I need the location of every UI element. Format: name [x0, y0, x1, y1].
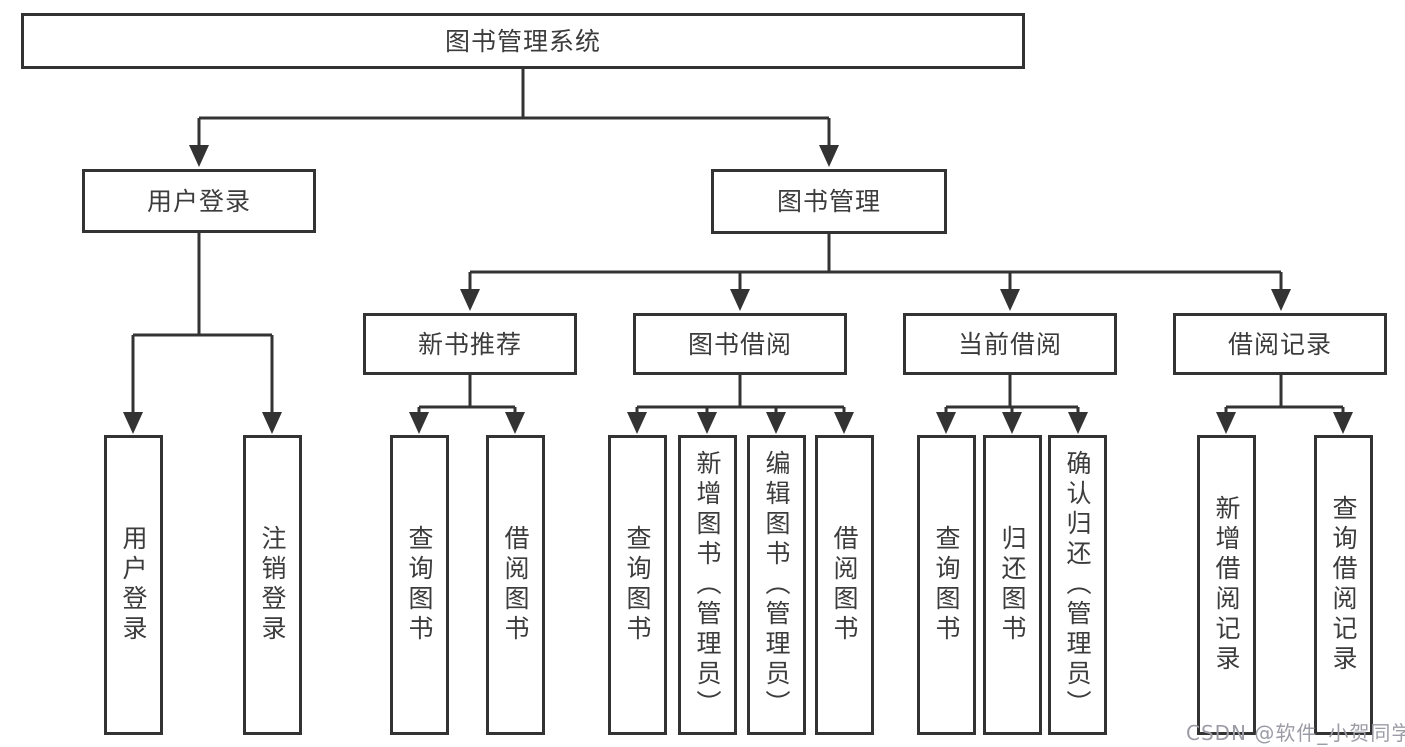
node-current-borrowing: 当前借阅: [903, 313, 1117, 375]
node-label: 新书推荐: [417, 329, 522, 359]
node-user-login: 用户登录: [82, 169, 316, 233]
arrow-down-icon: [819, 145, 839, 167]
node-label: 查询图书: [623, 525, 652, 645]
leaf-query-borrow-record: 查询借阅记录: [1314, 435, 1373, 735]
arrow-down-icon: [766, 412, 786, 434]
connector-path: [131, 69, 1345, 413]
node-label: 注销登录: [258, 525, 287, 645]
arrow-down-icon: [697, 412, 717, 434]
leaf-add-borrow-record: 新增借阅记录: [1197, 435, 1256, 735]
node-label: 图书管理: [776, 187, 881, 216]
arrow-down-icon: [627, 412, 647, 434]
arrow-down-icon: [1333, 412, 1353, 434]
node-book-borrowing: 图书借阅: [633, 313, 847, 375]
node-borrowing-records: 借阅记录: [1173, 313, 1387, 375]
leaf-query-books-borrow: 查询图书: [608, 435, 667, 735]
leaf-borrow-books-recommend: 借阅图书: [486, 435, 545, 735]
node-label: 图书借阅: [687, 329, 792, 359]
node-label: 当前借阅: [957, 329, 1062, 359]
arrow-down-icon: [460, 289, 480, 311]
arrow-down-icon: [834, 412, 854, 434]
node-label: 借阅记录: [1227, 329, 1332, 359]
node-label: 确认归还（管理员）: [1063, 450, 1092, 720]
arrow-down-icon: [1068, 412, 1088, 434]
leaf-confirm-return-admin: 确认归还（管理员）: [1048, 435, 1107, 735]
leaf-edit-book-admin: 编辑图书（管理员）: [747, 435, 806, 735]
leaf-user-login: 用户登录: [104, 435, 163, 735]
node-label: 新增借阅记录: [1212, 495, 1241, 675]
arrow-down-icon: [505, 412, 525, 434]
node-label: 用户登录: [119, 525, 148, 645]
node-label: 借阅图书: [830, 525, 859, 645]
arrow-down-icon: [262, 412, 282, 434]
leaf-query-books-recommend: 查询图书: [390, 435, 449, 735]
node-library-management-system: 图书管理系统: [21, 13, 1025, 69]
arrow-down-icon: [936, 412, 956, 434]
watermark: CSDN @软件_小贺同学: [1186, 721, 1405, 745]
leaf-add-book-admin: 新增图书（管理员）: [678, 435, 737, 735]
node-new-book-recommendation: 新书推荐: [363, 313, 577, 375]
arrow-down-icon: [409, 412, 429, 434]
node-label: 查询借阅记录: [1329, 495, 1358, 675]
arrow-down-icon: [1002, 412, 1022, 434]
node-label: 新增图书（管理员）: [693, 450, 722, 720]
arrow-down-icon: [1000, 289, 1020, 311]
node-label: 查询图书: [405, 525, 434, 645]
leaf-query-books-current: 查询图书: [917, 435, 976, 735]
arrow-down-icon: [189, 145, 209, 167]
node-label: 编辑图书（管理员）: [762, 450, 791, 720]
node-book-management: 图书管理: [711, 169, 947, 234]
arrow-down-icon: [1216, 412, 1236, 434]
node-label: 借阅图书: [501, 525, 530, 645]
leaf-logout-login: 注销登录: [243, 435, 302, 735]
node-label: 图书管理系统: [444, 26, 601, 56]
node-label: 用户登录: [146, 186, 251, 216]
node-label: 查询图书: [932, 525, 961, 645]
arrow-down-icon: [123, 412, 143, 434]
arrowhead-icons: [123, 145, 1353, 434]
leaf-return-books: 归还图书: [983, 435, 1042, 735]
arrow-down-icon: [1271, 289, 1291, 311]
node-label: 归还图书: [998, 525, 1027, 645]
leaf-borrow-books: 借阅图书: [815, 435, 874, 735]
arrow-down-icon: [730, 289, 750, 311]
